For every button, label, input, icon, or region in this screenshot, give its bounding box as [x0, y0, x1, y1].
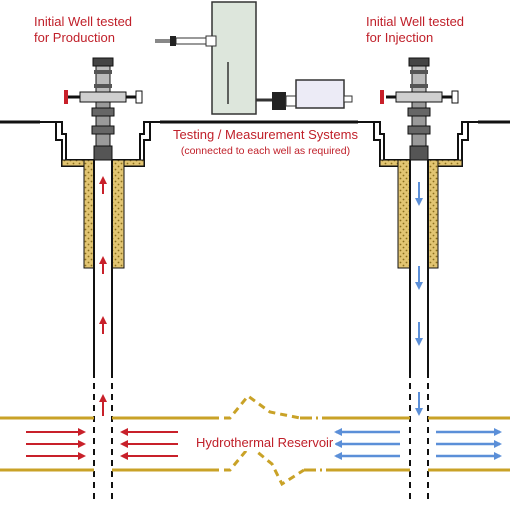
- production-label-line2: for Production: [34, 30, 115, 46]
- reservoir-outflow-arrows: [334, 428, 502, 460]
- testing-systems-label: Testing / Measurement Systems (connected…: [173, 127, 358, 158]
- production-label-line1: Initial Well tested: [34, 14, 133, 29]
- production-well-label: Initial Well tested for Production: [34, 14, 132, 47]
- testing-subtitle: (connected to each well as required): [180, 145, 351, 158]
- reservoir-boundary: [0, 393, 510, 487]
- reservoir-label: Hydrothermal Reservoir: [194, 435, 336, 452]
- injection-well-label: Initial Well tested for Injection: [366, 14, 464, 47]
- reservoir-inflow-arrows: [26, 428, 178, 460]
- injection-label-line2: for Injection: [366, 30, 434, 46]
- wellhead-valve-icon: [380, 57, 459, 161]
- testing-title: Testing / Measurement Systems: [173, 127, 358, 142]
- injection-label-line1: Initial Well tested: [366, 14, 465, 29]
- wellhead-valve-icon: [64, 57, 143, 161]
- measurement-unit-icon: [155, 1, 353, 115]
